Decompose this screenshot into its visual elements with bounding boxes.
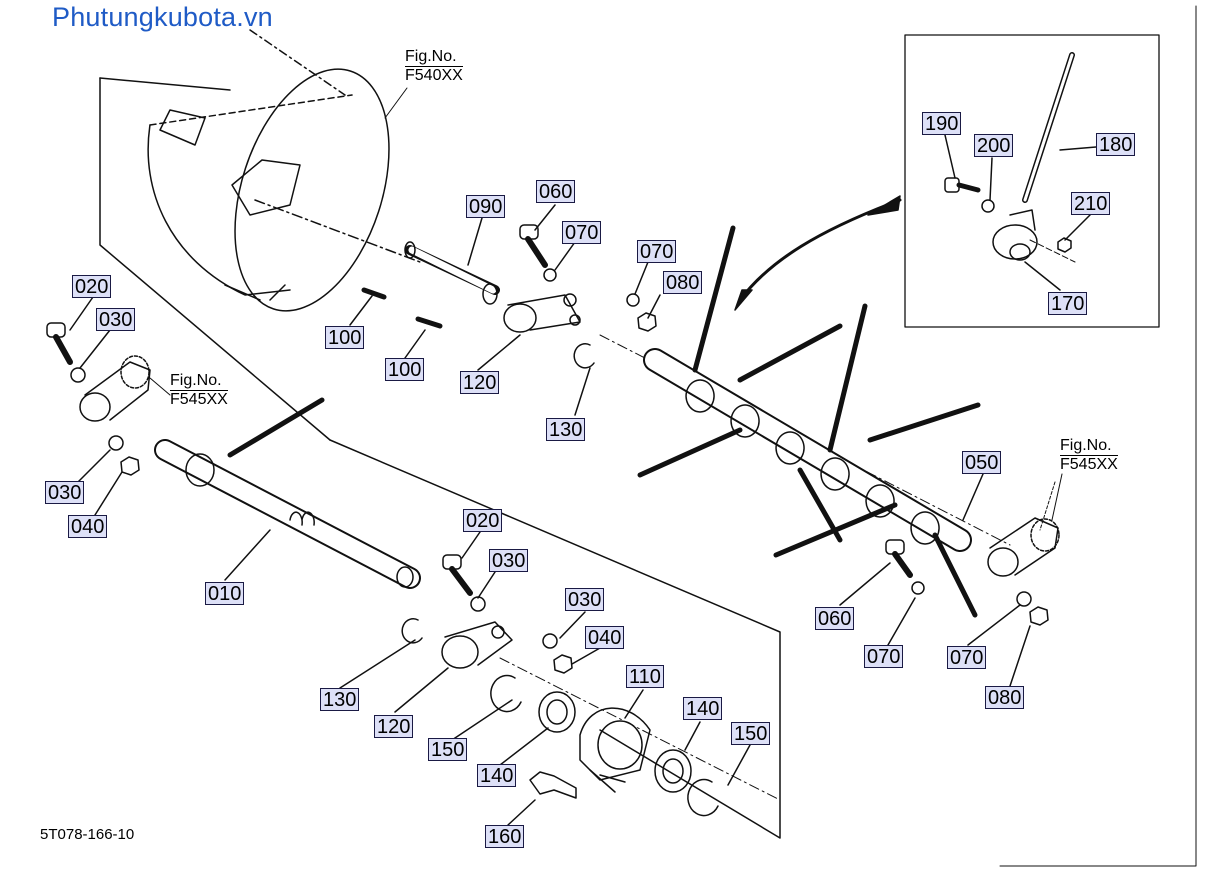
- part-label[interactable]: 060: [536, 180, 576, 203]
- part-label[interactable]: 030: [45, 481, 85, 504]
- part-label[interactable]: 040: [68, 515, 108, 538]
- part-label[interactable]: 010: [205, 582, 245, 605]
- fig-ref-label: Fig.No.: [405, 48, 457, 65]
- part-label[interactable]: 080: [985, 686, 1025, 709]
- part-label[interactable]: 150: [731, 722, 771, 745]
- part-label[interactable]: 070: [864, 645, 904, 668]
- part-label[interactable]: 030: [565, 588, 605, 611]
- fig-ref-label: Fig.No.: [170, 372, 222, 389]
- part-label[interactable]: 060: [815, 607, 855, 630]
- part-label[interactable]: 110: [626, 665, 664, 688]
- part-label[interactable]: 100: [385, 358, 425, 381]
- fig-ref-label: Fig.No.: [1060, 437, 1112, 454]
- part-label[interactable]: 130: [320, 688, 360, 711]
- part-label[interactable]: 140: [477, 764, 517, 787]
- watermark-text: Phutungkubota.vn: [52, 2, 273, 32]
- part-label[interactable]: 200: [974, 134, 1014, 157]
- part-label[interactable]: 030: [96, 308, 136, 331]
- part-label[interactable]: 040: [585, 626, 625, 649]
- part-label[interactable]: 050: [962, 451, 1002, 474]
- part-label[interactable]: 180: [1096, 133, 1136, 156]
- drawing-number: 5T078-166-10: [40, 826, 135, 843]
- part-label[interactable]: 190: [922, 112, 962, 135]
- part-label[interactable]: 130: [546, 418, 586, 441]
- part-label[interactable]: 140: [683, 697, 723, 720]
- part-label[interactable]: 120: [460, 371, 500, 394]
- part-label[interactable]: 150: [428, 738, 468, 761]
- part-label[interactable]: 020: [463, 509, 503, 532]
- part-label[interactable]: 030: [489, 549, 529, 572]
- part-label[interactable]: 070: [947, 646, 987, 669]
- fig-ref-code: F540XX: [405, 66, 463, 84]
- fig-ref-code: F545XX: [170, 390, 228, 408]
- part-label[interactable]: 090: [466, 195, 506, 218]
- part-label[interactable]: 210: [1071, 192, 1111, 215]
- figure-reference-f545-right: Fig.No. F545XX: [1060, 437, 1118, 474]
- figure-reference-f545-left: Fig.No. F545XX: [170, 372, 228, 409]
- part-label[interactable]: 100: [325, 326, 365, 349]
- fig-ref-code: F545XX: [1060, 455, 1118, 473]
- part-label[interactable]: 160: [485, 825, 525, 848]
- part-label[interactable]: 070: [562, 221, 602, 244]
- part-label[interactable]: 170: [1048, 292, 1088, 315]
- figure-reference-f540: Fig.No. F540XX: [405, 48, 463, 85]
- part-label[interactable]: 070: [637, 240, 677, 263]
- part-label[interactable]: 120: [374, 715, 414, 738]
- part-label[interactable]: 080: [663, 271, 703, 294]
- part-label[interactable]: 020: [72, 275, 112, 298]
